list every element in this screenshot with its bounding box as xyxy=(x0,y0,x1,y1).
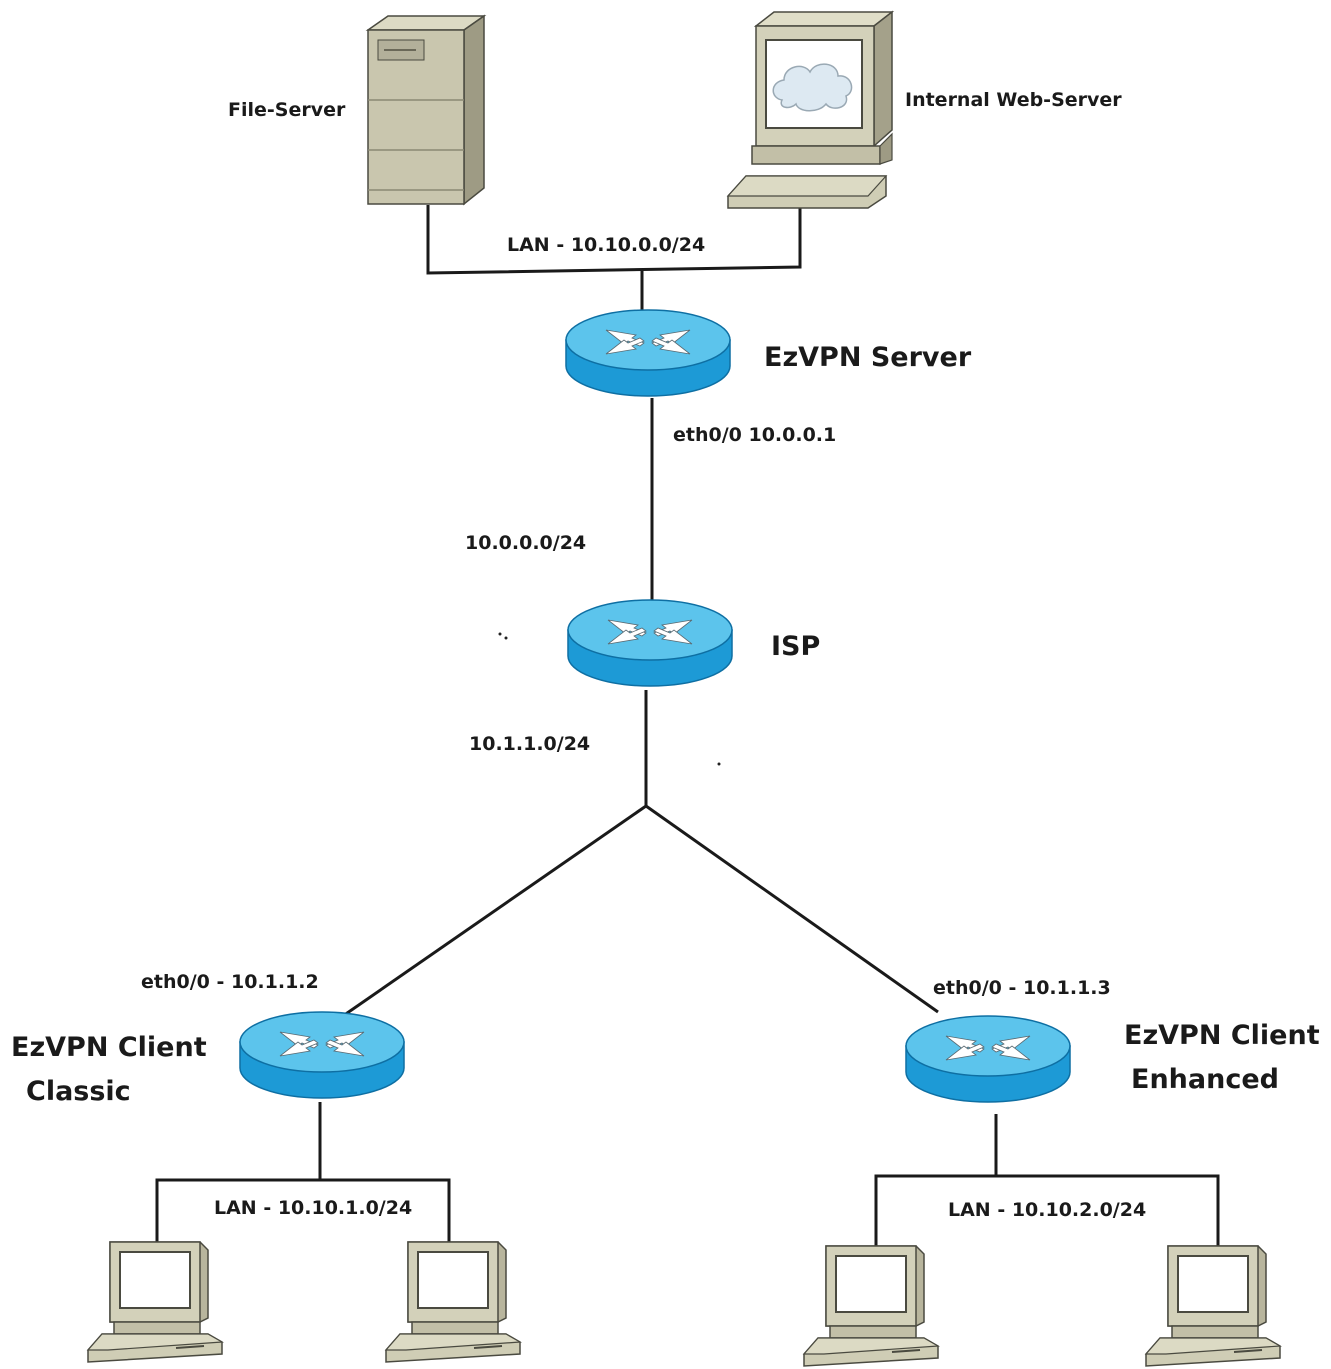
lan-server-bus xyxy=(426,205,802,275)
lan-enhanced-label: LAN - 10.10.2.0/24 xyxy=(948,1199,1146,1221)
server-interface-label: eth0/0 10.0.0.1 xyxy=(673,424,836,446)
enhanced-interface-label: eth0/0 - 10.1.1.3 xyxy=(933,977,1111,999)
enhanced-pc-1-icon[interactable] xyxy=(803,1245,939,1367)
lan-server-label: LAN - 10.10.0.0/24 xyxy=(507,234,705,256)
ezvpn-server-router-icon[interactable] xyxy=(565,309,731,397)
split-to-classic-link xyxy=(339,804,647,1020)
lan-enhanced-bus xyxy=(874,1174,1220,1250)
connection-lines xyxy=(155,205,1220,1250)
file-server-label: File-Server xyxy=(228,99,346,121)
web-server-icon[interactable] xyxy=(726,10,895,209)
server-isp-network-label: 10.0.0.0/24 xyxy=(465,532,586,554)
web-server-label: Internal Web-Server xyxy=(905,89,1122,111)
file-server-icon[interactable] xyxy=(365,14,487,206)
cloud-icon xyxy=(772,63,853,112)
enhanced-client-label-line2: Enhanced xyxy=(1131,1064,1279,1095)
classic-client-router-icon[interactable] xyxy=(239,1011,405,1099)
split-to-enhanced-link xyxy=(645,804,939,1014)
classic-client-label-line2: Classic xyxy=(26,1076,131,1107)
isp-clients-network-label: 10.1.1.0/24 xyxy=(469,733,590,755)
ezvpn-server-label: EzVPN Server xyxy=(764,342,972,373)
lan-classic-bus xyxy=(155,1178,451,1242)
isp-label: ISP xyxy=(771,631,820,662)
enhanced-client-label-line1: EzVPN Client xyxy=(1124,1020,1320,1051)
enhanced-pc-2-icon[interactable] xyxy=(1145,1245,1281,1367)
classic-interface-label: eth0/0 - 10.1.1.2 xyxy=(141,971,319,993)
lan-classic-label: LAN - 10.10.1.0/24 xyxy=(214,1197,412,1219)
enhanced-client-router-icon[interactable] xyxy=(905,1015,1071,1103)
classic-pc-1-icon[interactable] xyxy=(87,1241,223,1363)
classic-pc-2-icon[interactable] xyxy=(385,1241,521,1363)
classic-client-label-line1: EzVPN Client xyxy=(11,1032,207,1063)
isp-router-icon[interactable] xyxy=(567,599,733,687)
